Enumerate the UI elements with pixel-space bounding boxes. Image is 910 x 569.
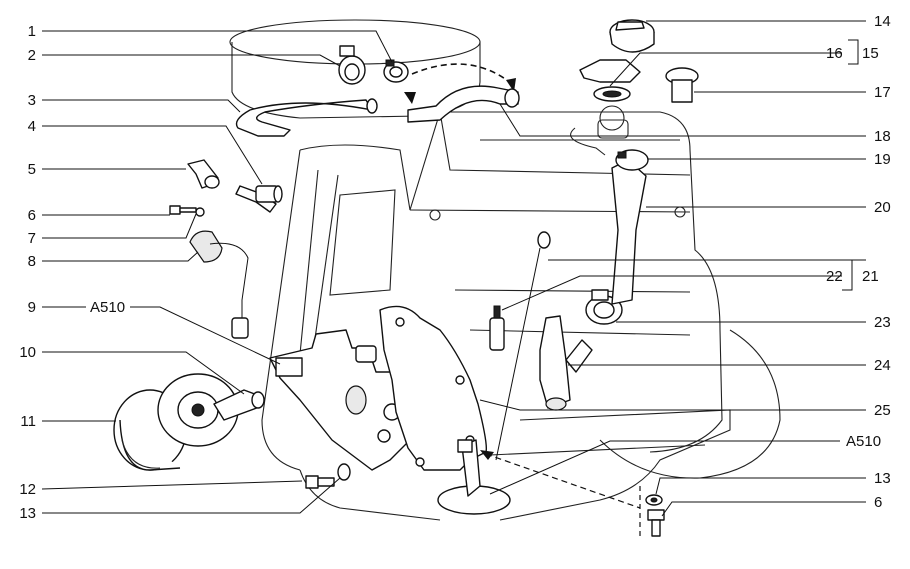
callout-1: 1	[28, 23, 36, 40]
callout-9: 9	[28, 299, 36, 316]
callout-6: 6	[28, 207, 36, 224]
bolt-small	[169, 205, 197, 215]
dipstick-tube	[539, 315, 593, 411]
callout-16: 16	[826, 45, 843, 62]
washer-pump	[337, 463, 351, 481]
callout-23: 23	[874, 314, 891, 331]
callout-10: 10	[19, 344, 36, 361]
callout-22: 22	[826, 268, 843, 285]
callout-7: 7	[28, 230, 36, 247]
washer-lower	[645, 494, 663, 506]
callout-21: 21	[862, 268, 879, 285]
callout-9-code: A510	[90, 299, 125, 316]
washer-small	[195, 207, 205, 217]
oil-filter	[113, 373, 239, 471]
drain-plug	[665, 67, 699, 103]
hose-clamp-small	[383, 59, 409, 83]
oil-filler-neck	[579, 59, 641, 83]
callout-13-lower: 13	[874, 470, 891, 487]
callout-3: 3	[28, 92, 36, 109]
callout-24: 24	[874, 357, 891, 374]
callout-12: 12	[19, 481, 36, 498]
install-guideline	[485, 453, 641, 509]
assembly-arrowhead-2	[404, 92, 416, 104]
hose-clamp-large	[338, 45, 366, 85]
callout-15: 15	[862, 45, 879, 62]
coolant-temperature-sensor	[235, 185, 283, 213]
install-guideline-arrowhead	[480, 450, 494, 460]
callout-19: 19	[874, 151, 891, 168]
breather-hose-elbow	[407, 85, 519, 123]
sensor-boot	[187, 159, 220, 189]
callout-14: 14	[874, 13, 891, 30]
callout-13: 13	[19, 505, 36, 522]
oil-filler-cap	[609, 19, 655, 53]
callout-11: 11	[20, 413, 36, 430]
filler-cap-gasket	[593, 86, 631, 102]
callout-2: 2	[28, 47, 36, 64]
callout-20: 20	[874, 199, 891, 216]
callout-25: 25	[874, 402, 891, 419]
callout-18: 18	[874, 128, 891, 145]
callout-17: 17	[874, 84, 891, 101]
callout-5: 5	[28, 161, 36, 178]
dipstick-cap	[489, 305, 505, 351]
oil-filler-hose	[611, 159, 647, 305]
bolt-pump	[305, 475, 335, 489]
breather-hose	[235, 99, 373, 137]
callout-4: 4	[28, 118, 36, 135]
callout-6-lower: 6	[874, 494, 882, 511]
callout-A510: A510	[846, 433, 881, 450]
bolt-lower	[647, 509, 665, 537]
oil-filter-fitting	[213, 389, 265, 421]
callout-8: 8	[28, 253, 36, 270]
leader-lines	[41, 20, 866, 517]
callout-labels: 1 2 3 4 5 6 7 8 9 A510 10 11 12 13 14 15…	[19, 13, 890, 522]
assembly-direction-arrow	[411, 63, 513, 85]
oil-dipstick	[495, 231, 551, 461]
oil-pressure-switch	[189, 230, 249, 339]
hose-clamp-upper	[615, 149, 649, 171]
